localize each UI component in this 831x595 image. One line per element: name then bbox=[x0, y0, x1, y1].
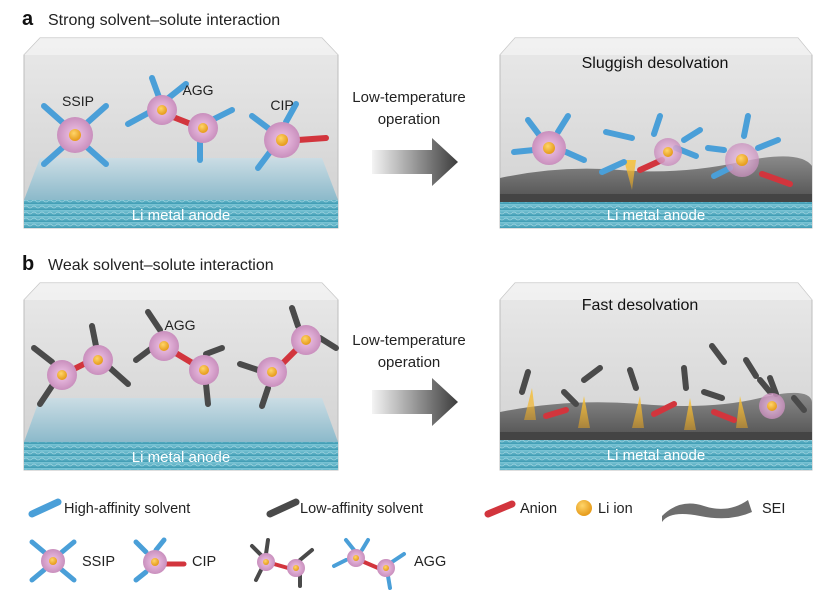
panel-a-arrow: Low-temperature operation bbox=[352, 89, 466, 186]
low-affinity-solvent-icon bbox=[266, 498, 300, 518]
panel-a-title: Strong solvent–solute interaction bbox=[48, 12, 280, 29]
solvated-cluster bbox=[651, 113, 703, 166]
legend-label: Low-affinity solvent bbox=[300, 501, 423, 517]
anode-label: Li metal anode bbox=[607, 207, 705, 224]
agg-cluster bbox=[31, 323, 131, 407]
ssip-cluster bbox=[41, 103, 109, 167]
panel-a: a Strong solvent–solute interaction Li m… bbox=[22, 8, 813, 229]
legend-item-low-affinity: Low-affinity solvent bbox=[266, 498, 423, 518]
legend-item-anion: Anion bbox=[484, 500, 557, 518]
li-metal-anode bbox=[24, 442, 338, 470]
legend: High-affinity solvent Low-affinity solve… bbox=[28, 498, 785, 590]
right-arrow-icon bbox=[372, 378, 458, 426]
anode-label: Li metal anode bbox=[607, 447, 705, 464]
solvated-cluster bbox=[511, 113, 587, 165]
agg-cluster bbox=[237, 305, 339, 409]
high-affinity-solvent-icon bbox=[28, 498, 62, 518]
cip-cluster bbox=[249, 101, 329, 171]
legend-label: SSIP bbox=[82, 554, 115, 570]
legend-item-li-ion: Li ion bbox=[576, 500, 633, 517]
panel-b-left-box: Li metal anode bbox=[23, 282, 339, 471]
legend-item-ssip: SSIP bbox=[29, 539, 115, 583]
legend-label: CIP bbox=[192, 554, 216, 570]
panel-b-arrow: Low-temperature operation bbox=[352, 332, 466, 426]
panel-b-title: Weak solvent–solute interaction bbox=[48, 257, 274, 274]
li-metal-anode bbox=[24, 200, 338, 228]
agg-label: AGG bbox=[164, 317, 195, 333]
cip-label: CIP bbox=[270, 97, 293, 113]
anode-label: Li metal anode bbox=[132, 207, 230, 224]
panel-b-letter: b bbox=[22, 253, 34, 275]
li-metal-anode bbox=[500, 440, 812, 470]
legend-label: High-affinity solvent bbox=[64, 501, 190, 517]
anion-icon bbox=[484, 500, 516, 518]
legend-label: AGG bbox=[414, 554, 446, 570]
fast-desolvation-title: Fast desolvation bbox=[582, 297, 699, 314]
li-metal-anode bbox=[500, 202, 812, 228]
li-ion-icon bbox=[576, 500, 592, 516]
legend-item-high-affinity: High-affinity solvent bbox=[28, 498, 190, 518]
ssip-icon bbox=[29, 539, 77, 583]
agg-cluster bbox=[125, 75, 235, 163]
legend-item-sei: SEI bbox=[662, 500, 785, 522]
agg-blue-icon bbox=[332, 538, 406, 590]
anode-label: Li metal anode bbox=[132, 449, 230, 466]
legend-label: Anion bbox=[520, 501, 557, 517]
right-arrow-icon bbox=[372, 138, 458, 186]
solvated-cluster bbox=[705, 113, 793, 187]
panel-a-left-box: Li metal anode SSIP bbox=[23, 37, 339, 229]
arrow-text-line1: Low-temperature bbox=[352, 89, 465, 106]
legend-item-agg: AGG bbox=[250, 538, 446, 590]
legend-item-cip: CIP bbox=[133, 537, 216, 583]
panel-b: b Weak solvent–solute interaction Li met… bbox=[22, 253, 813, 471]
agg-dark-icon bbox=[250, 538, 314, 588]
sei-icon bbox=[662, 500, 752, 522]
solvated-cluster bbox=[757, 377, 785, 419]
panel-a-letter: a bbox=[22, 8, 34, 30]
electrolyte-surface bbox=[24, 398, 338, 442]
agg-label: AGG bbox=[182, 82, 213, 98]
cip-icon bbox=[133, 537, 187, 583]
legend-label: SEI bbox=[762, 501, 785, 517]
ssip-label: SSIP bbox=[62, 93, 94, 109]
legend-label: Li ion bbox=[598, 501, 633, 517]
arrow-text-line2: operation bbox=[378, 354, 441, 371]
panel-b-right-box: Fast desolvation Li metal anode bbox=[499, 282, 813, 471]
electrolyte-surface bbox=[24, 158, 338, 200]
panel-a-right-box: Sluggish desolvation Li metal anode bbox=[499, 37, 813, 229]
arrow-text-line1: Low-temperature bbox=[352, 332, 465, 349]
agg-cluster bbox=[133, 309, 225, 407]
sluggish-desolvation-title: Sluggish desolvation bbox=[582, 55, 729, 72]
arrow-text-line2: operation bbox=[378, 111, 441, 128]
